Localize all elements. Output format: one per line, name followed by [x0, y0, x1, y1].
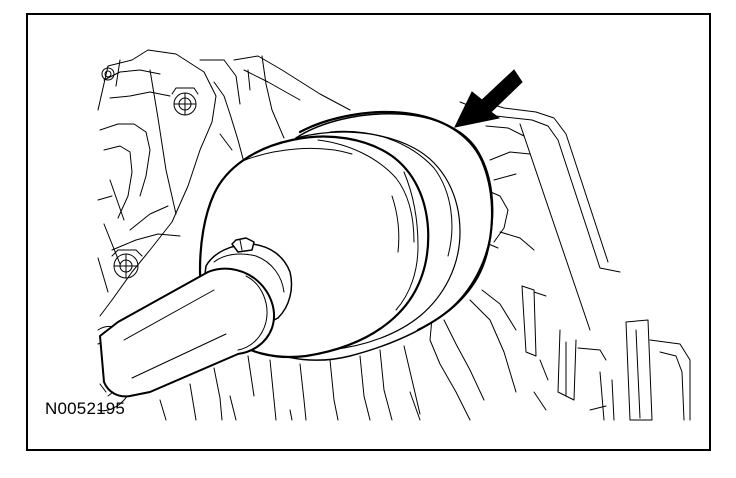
arrow-pointer [454, 69, 523, 128]
axle-boot [99, 110, 494, 398]
figure-frame [26, 13, 711, 451]
figure-reference-number: N0052195 [45, 399, 126, 418]
engine-background [97, 49, 691, 421]
